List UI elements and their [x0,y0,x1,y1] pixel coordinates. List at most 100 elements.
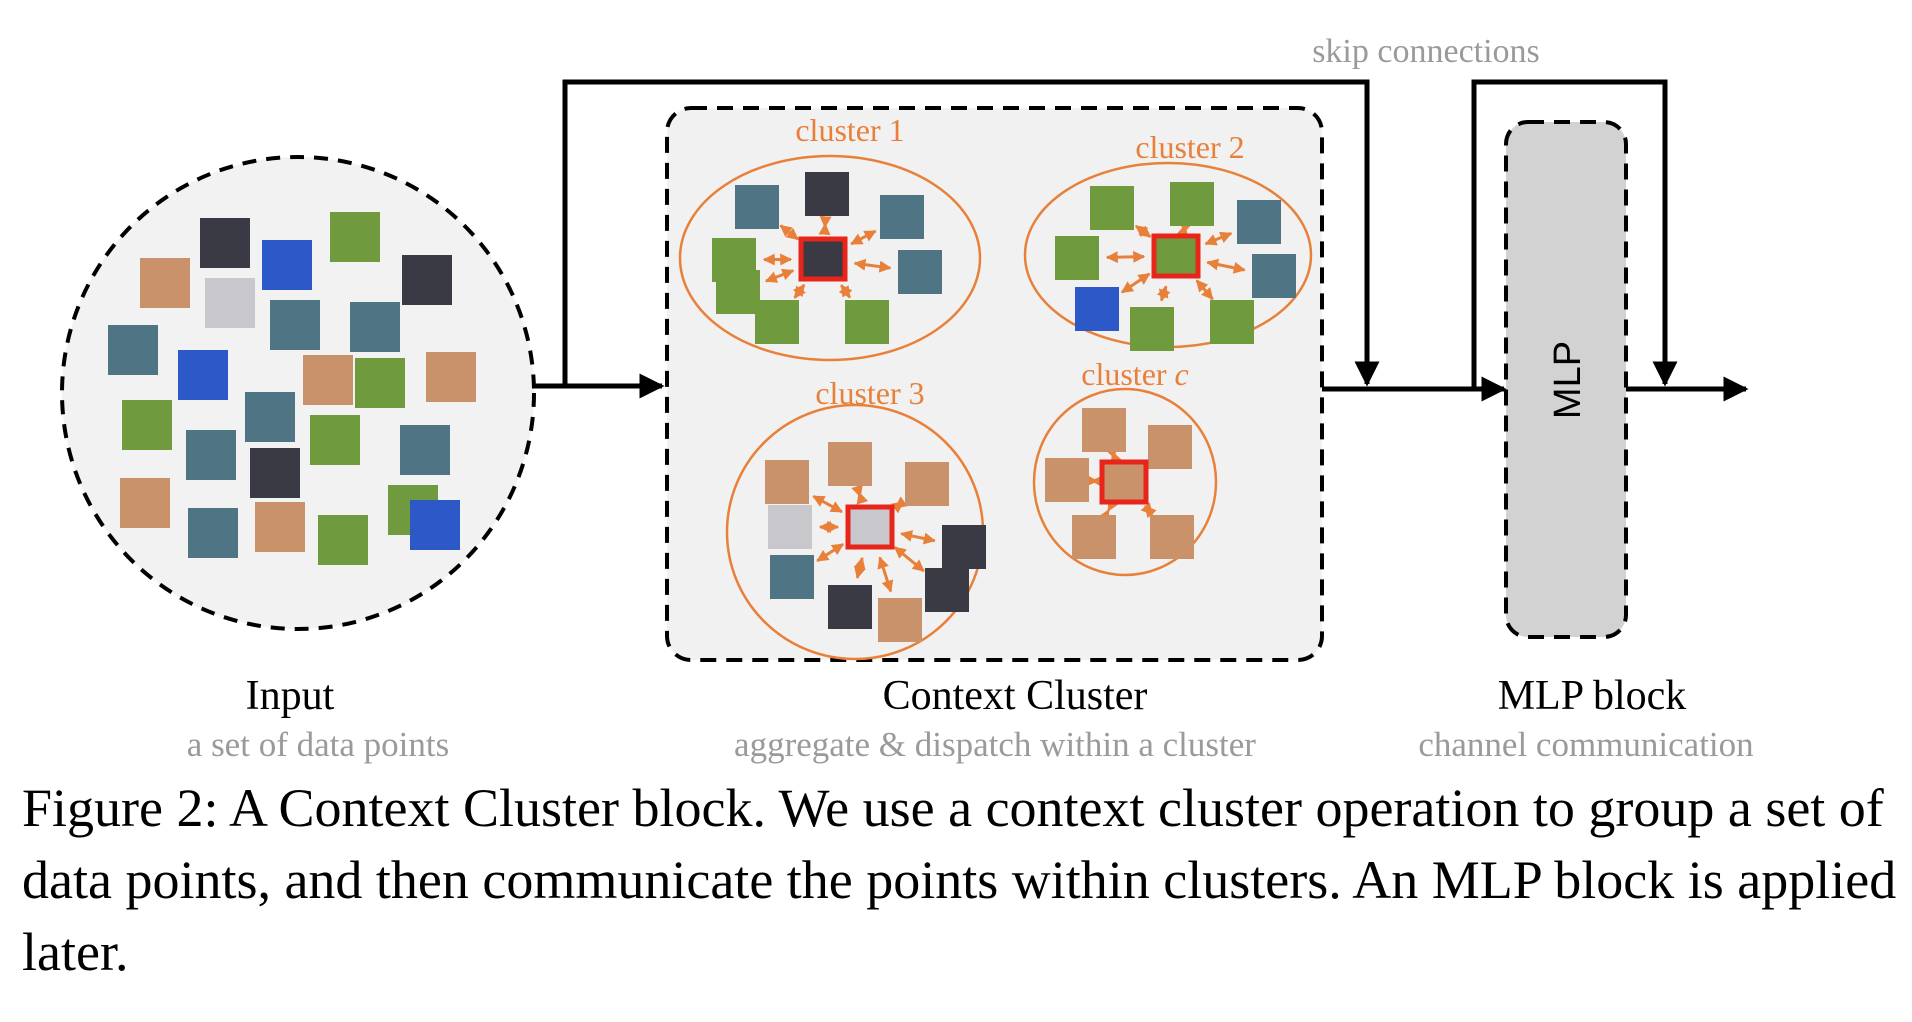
input-patch [303,355,353,405]
cluster-patch [942,525,986,569]
cluster-patch [880,195,924,239]
cluster-patch [1082,408,1126,452]
cluster-patch [770,555,814,599]
dispatch-arrow [1156,285,1171,302]
dispatch-arrow [900,530,936,545]
input-patch [255,502,305,552]
dispatch-arrow [838,284,853,299]
context-cluster-subtitle: aggregate & dispatch within a cluster [734,725,1256,764]
cluster-patch [925,568,969,612]
input-patch [426,352,476,402]
cluster-patch [878,598,922,642]
input-title: Input [246,673,335,719]
cluster-patch [1237,200,1281,244]
cluster-c-label-var: c [1175,356,1189,392]
dispatch-arrow [853,258,892,273]
cluster-patch [1252,254,1296,298]
dispatch-arrow [812,494,843,514]
cluster-patch [755,300,799,344]
cluster-patch [905,462,949,506]
input-patch [402,255,452,305]
dispatch-arrow [779,224,799,241]
input-patch [108,325,158,375]
input-patch [188,508,238,558]
cluster-c-label: cluster c [1081,356,1189,392]
dispatch-arrow [816,543,845,563]
input-patch [330,212,380,262]
dispatch-arrow [764,268,795,283]
dispatch-arrow [893,546,925,573]
dispatch-arrow [1135,224,1152,239]
input-patch [310,415,360,465]
dispatch-arrow [1195,279,1214,301]
cluster-patch [828,585,872,629]
input-patch [355,358,405,408]
input-patch [250,448,300,498]
cluster-patch [828,442,872,486]
input-patch [350,302,400,352]
skip-connection-1 [562,79,1380,387]
skip-connection-2 [1471,79,1678,389]
input-patch [262,240,312,290]
cluster-c-ellipse [1032,387,1218,577]
cluster-patch [1150,515,1194,559]
dispatch-arrow [850,229,877,246]
input-patch [245,392,295,442]
dispatch-arrow [1204,231,1233,246]
dispatch-arrow [792,283,806,299]
cluster-patch [1130,307,1174,351]
cluster-1-label: cluster 1 [795,112,904,148]
input-patch [318,515,368,565]
cluster-patch [1210,300,1254,344]
cluster-1-ellipse [678,154,982,362]
input-patch [205,278,255,328]
dispatch-arrow [853,556,866,580]
mlp-block-text: MLP [1547,341,1589,419]
cluster-patch [1148,425,1192,469]
cluster-2-label: cluster 2 [1135,129,1244,165]
cluster-c-label-prefix: cluster [1081,356,1174,392]
dispatch-arrow [1176,220,1193,238]
cluster-patch [845,300,889,344]
cluster-patches-and-arrows [712,172,1296,642]
mlp-block [1504,120,1628,639]
cluster-patch [1075,287,1119,331]
input-subtitle: a set of data points [187,725,449,764]
context-cluster-diagram: cluster 1 cluster 2 cluster 3 cluster c … [60,33,1754,764]
skip-connections-label: skip connections [1312,33,1540,70]
cluster-center-patch [798,236,848,282]
input-patch [270,300,320,350]
cluster-patch [765,460,809,504]
input-patch [400,425,450,475]
figure-caption: Figure 2: A Context Cluster block. We us… [22,778,1897,982]
cluster-patch [805,172,849,216]
dispatch-arrow [1206,258,1246,274]
dispatch-arrow [1140,502,1157,519]
cluster-center-patch [1099,459,1149,505]
cluster-patch [898,250,942,294]
input-patch [122,400,172,450]
cluster-patch [716,270,760,314]
input-patch [120,478,170,528]
input-data-points [108,212,476,565]
input-patch [200,218,250,268]
cluster-patch [1090,186,1134,230]
dispatch-arrow [851,484,869,505]
input-patch [140,258,190,308]
cluster-patch [1170,182,1214,226]
input-patch [178,350,228,400]
cluster-patch [735,185,779,229]
cluster-patch [1072,515,1116,559]
dispatch-arrow [1120,272,1151,294]
cluster-center-patch [845,504,895,550]
dispatch-arrow [1105,250,1146,264]
mlp-block-subtitle: channel communication [1418,725,1753,764]
cluster-patch [1045,458,1089,502]
cluster-patch [768,505,812,549]
input-patch [410,500,460,550]
dispatch-arrow [890,496,908,514]
cluster-center-patch [1151,233,1201,279]
dispatch-arrow [877,556,894,593]
input-patch [186,430,236,480]
cluster-3-label: cluster 3 [815,375,924,411]
